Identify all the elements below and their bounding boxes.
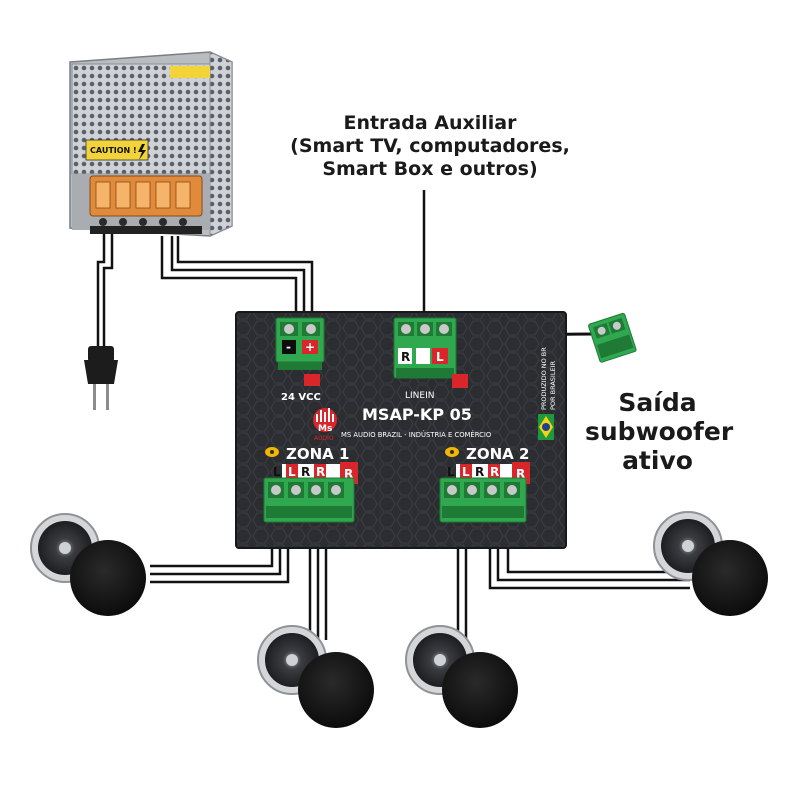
zone2-label: ZONA 2: [466, 445, 529, 463]
zone2-header: ZONA 2: [445, 445, 529, 463]
zone1-r2: R: [316, 465, 325, 479]
zone1-terminal[interactable]: L L R R R: [263, 462, 358, 523]
subwoofer-connector[interactable]: [588, 312, 637, 363]
mains-cable: [96, 232, 106, 346]
zone2-r3: R: [516, 467, 525, 481]
speaker-ball-1: [70, 540, 146, 616]
zone1-l1: L: [273, 465, 281, 479]
zone1-l2: L: [288, 465, 296, 479]
brazil-flag-icon: [538, 414, 554, 440]
speaker-ball-2: [298, 652, 374, 728]
mains-plug: [84, 346, 118, 410]
amplifier-board: - + 24 VCC R L LINEIN PRODUZIDO NO BR PO…: [235, 311, 567, 549]
made-in-line1: PRODUZIDO NO BR: [540, 347, 548, 410]
zone2-l2: L: [462, 465, 470, 479]
logo-subtext: AUDIO: [314, 435, 334, 442]
speaker-ball-4: [692, 540, 768, 616]
logo-text: Ms: [318, 424, 332, 434]
linein-l-label: L: [436, 350, 444, 364]
linein-label: LINEIN: [405, 391, 434, 401]
sub-callout-line2: subwoofer: [585, 417, 734, 446]
sub-callout-line3: ativo: [622, 446, 693, 475]
power-supply: CAUTION !: [69, 51, 233, 237]
zone1-r1: R: [301, 465, 310, 479]
zone2-r1: R: [475, 465, 484, 479]
made-in-line2: POR BRASILEIR: [549, 361, 557, 410]
zone2-terminal[interactable]: L L R R R: [439, 462, 530, 523]
psu-to-power-wire: [160, 236, 298, 318]
linein-terminal[interactable]: R L: [393, 317, 468, 388]
psu-warning-sticker: [170, 66, 210, 78]
aux-callout-line1: Entrada Auxiliar: [343, 112, 517, 134]
speaker-ball-3: [442, 652, 518, 728]
zone2-l1: L: [447, 465, 455, 479]
power-minus-label: -: [286, 340, 291, 354]
psu-caution-sticker: [85, 139, 149, 161]
power-input-label: 24 VCC: [281, 392, 321, 403]
zone1-label: ZONA 1: [286, 445, 349, 463]
linein-r-label: R: [401, 350, 410, 364]
psu-caution-text: CAUTION !: [90, 146, 137, 155]
aux-callout-line3: Smart Box e outros): [322, 158, 538, 180]
model-name: MSAP-KP 05: [362, 405, 472, 424]
high-voltage-icon: [138, 144, 146, 160]
power-plus-label: +: [305, 340, 315, 354]
zone2-r2: R: [490, 465, 499, 479]
sub-callout-line1: Saída: [618, 388, 697, 417]
ms-audio-logo: Ms AUDIO: [313, 408, 337, 442]
zone1-r3: R: [344, 467, 353, 481]
zone1-header: ZONA 1: [265, 445, 349, 463]
aux-callout-line2: (Smart TV, computadores,: [290, 135, 570, 157]
company-name: MS AUDIO BRAZIL - INDÚSTRIA E COMÉRCIO: [341, 430, 491, 439]
subwoofer-callout: Saída subwoofer ativo: [585, 388, 734, 475]
aux-input-callout: Entrada Auxiliar (Smart TV, computadores…: [265, 112, 595, 181]
power-terminal[interactable]: - +: [275, 317, 325, 386]
